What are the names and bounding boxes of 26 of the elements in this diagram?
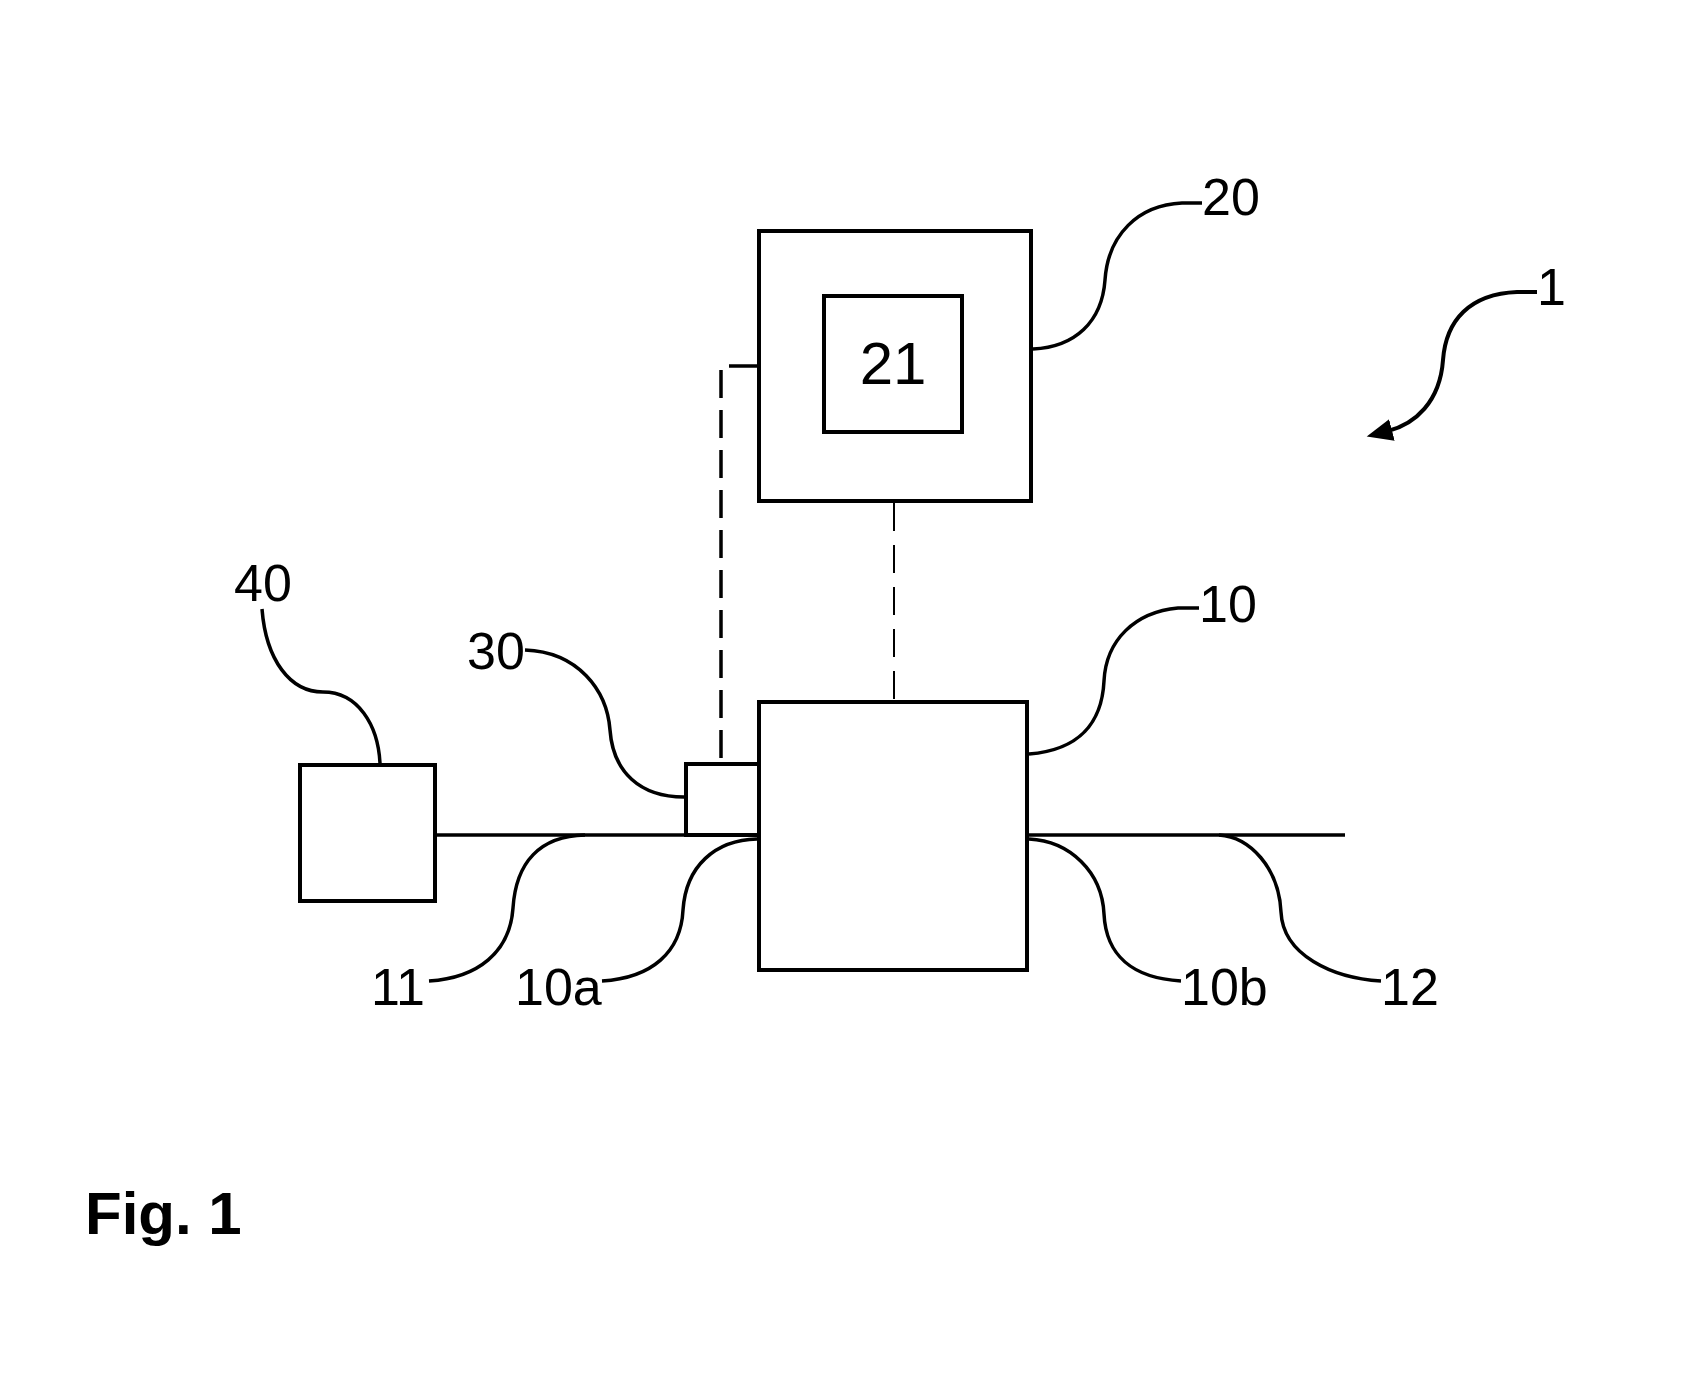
reference-numeral: 10a [515,961,602,1013]
leader-line [524,648,685,799]
reference-numeral: 10b [1181,961,1268,1013]
component-box: 21 [822,294,964,434]
component-box [757,700,1029,972]
component-box [684,762,757,837]
reference-numeral: 40 [234,557,292,609]
reference-numeral: 20 [1202,171,1260,223]
leader-line [1028,837,1182,983]
leader-line [1028,606,1199,756]
reference-numeral: 1 [1537,261,1566,313]
leader-line [1032,201,1202,351]
component-box [757,229,1033,503]
leader-line [428,833,586,983]
leader-line [260,608,382,764]
dashed-connection-line [893,502,895,701]
figure-caption: Fig. 1 [85,1184,242,1244]
leader-arrow [1367,290,1537,441]
leader-line [601,837,758,983]
reference-numeral: 10 [1199,578,1257,630]
reference-numeral: 12 [1381,961,1439,1013]
leader-line [1218,833,1382,983]
component-box [298,763,437,903]
connection-line [1029,833,1345,837]
reference-numeral: 11 [371,961,425,1013]
reference-numeral: 30 [467,625,525,677]
